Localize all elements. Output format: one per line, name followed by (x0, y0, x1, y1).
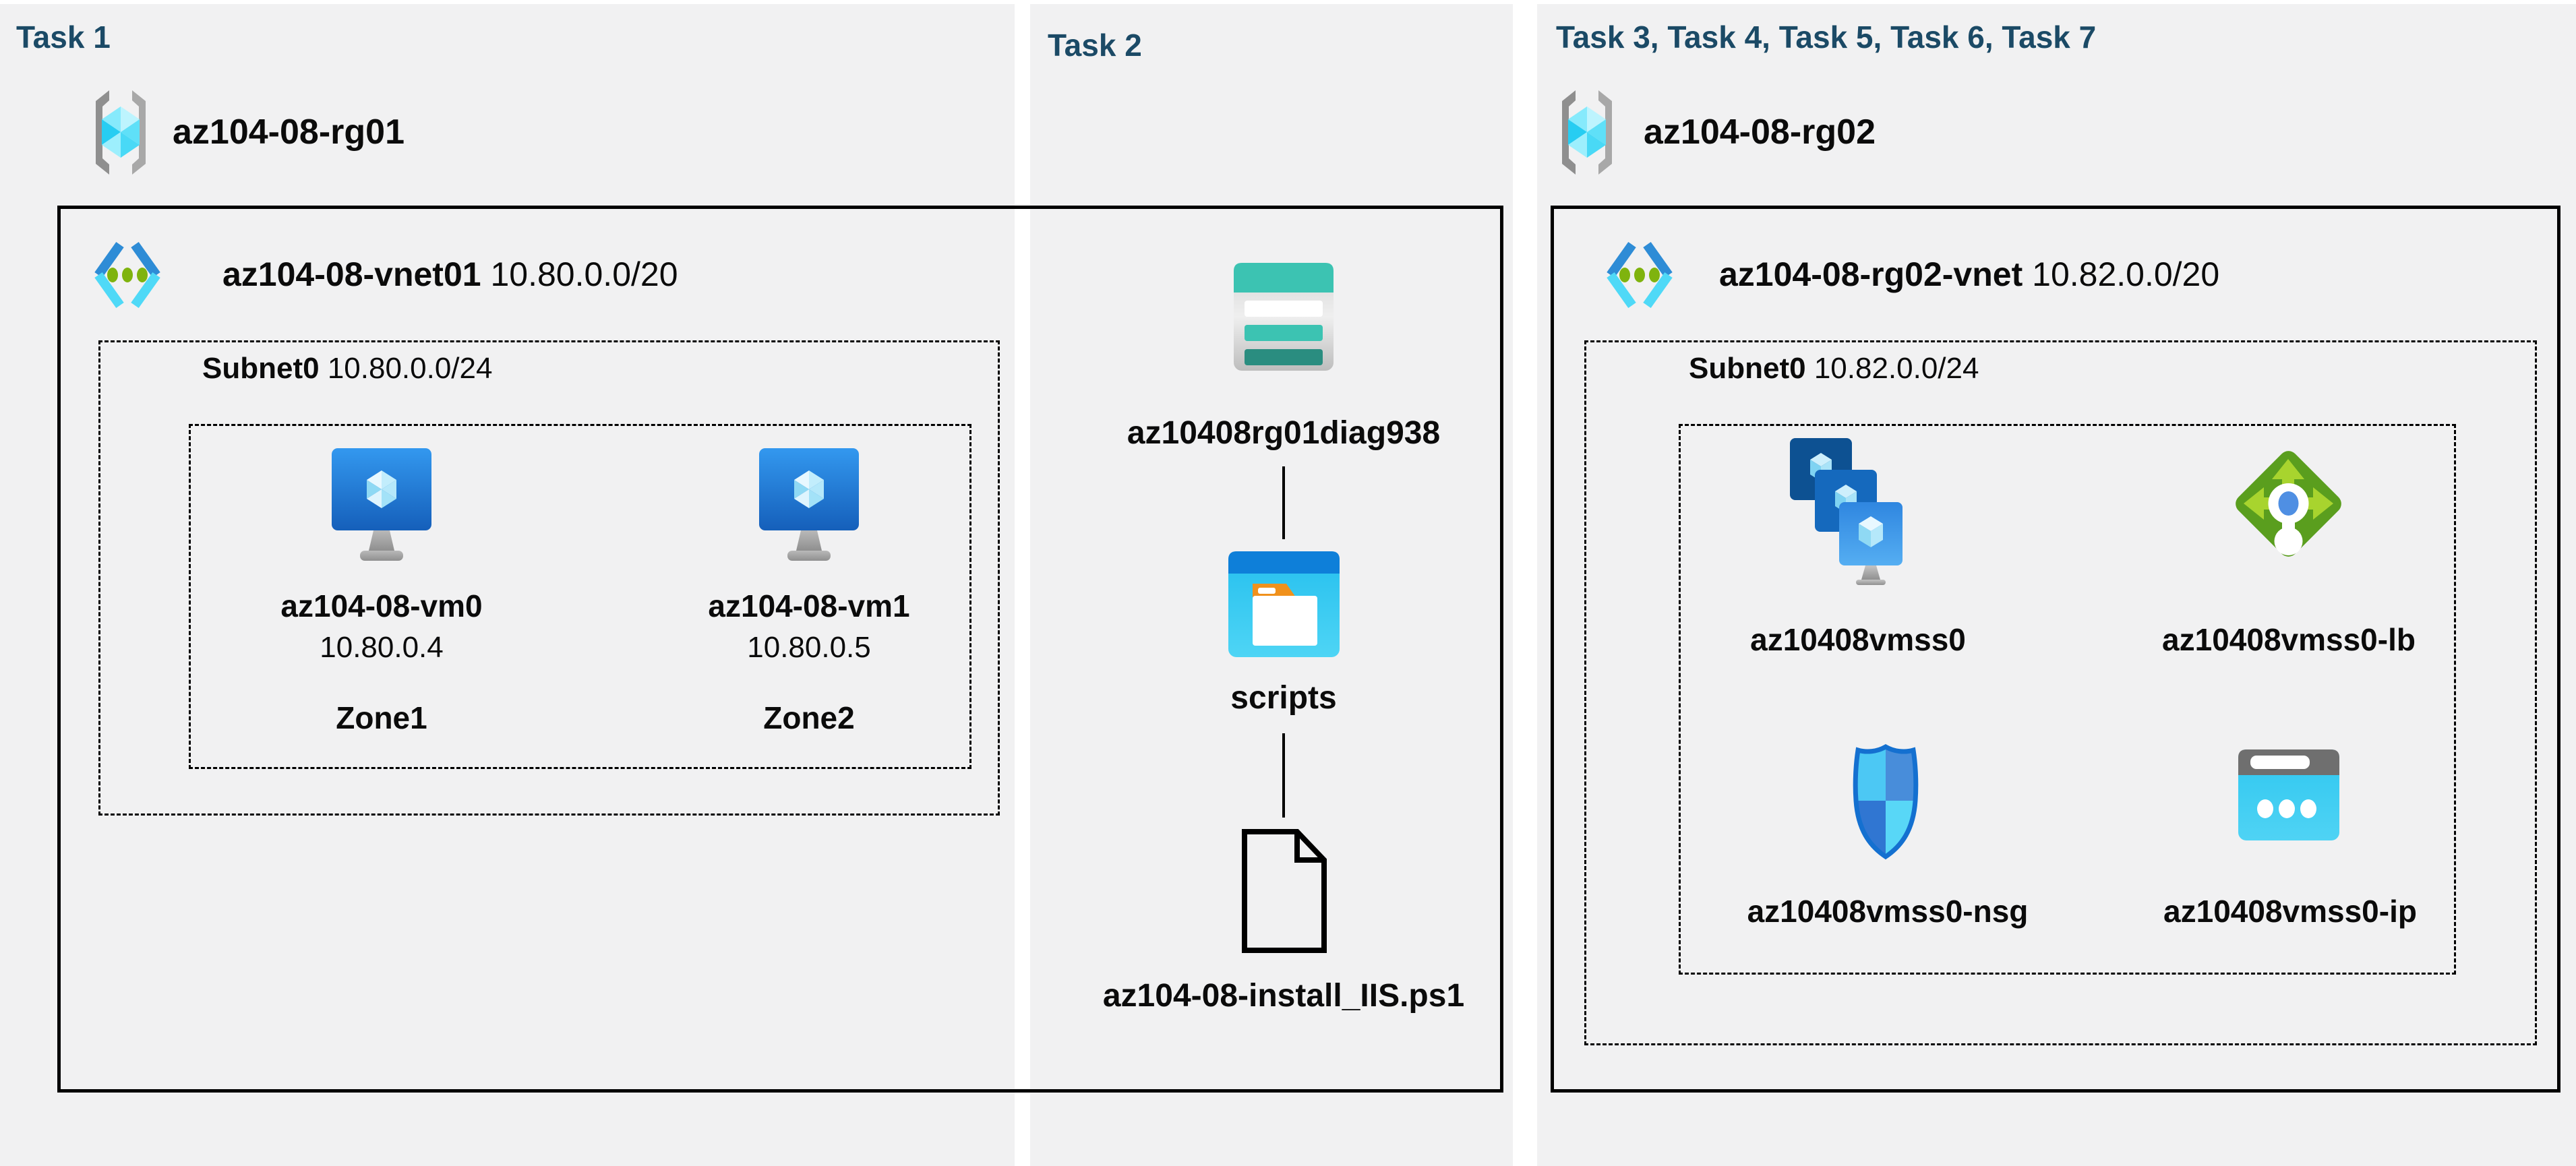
storage-account-label: az10408rg01diag938 (1127, 415, 1441, 451)
rg02-label: az104-08-rg02 (1644, 113, 1876, 152)
vnet01-label: az104-08-vnet01 10.80.0.0/20 (222, 255, 678, 294)
vnet01-boundary-box (57, 206, 1503, 1093)
vm-zone-dashed-box (189, 424, 971, 769)
subnet0-right-dashed-box (1584, 340, 2537, 1045)
script-file-label: az104-08-install_IIS.ps1 (1102, 978, 1465, 1014)
vmss-label: az10408vmss0 (1750, 622, 1966, 657)
resource-group-icon (1562, 90, 1612, 175)
scripts-container-icon (1228, 551, 1340, 657)
vm0-name: az104-08-vm0 (280, 588, 483, 623)
subnet0-left-name: Subnet0 (202, 352, 320, 385)
vnet01-name: az104-08-vnet01 (222, 255, 481, 293)
virtual-machine-icon (759, 448, 859, 561)
vm1-name: az104-08-vm1 (708, 588, 910, 623)
task3-panel (1537, 4, 2576, 1166)
resource-group-icon (96, 90, 146, 175)
rg02-vnet-boundary-box (1551, 206, 2560, 1093)
scripts-container-label: scripts (1230, 680, 1337, 716)
virtual-machine-icon (332, 448, 431, 561)
rg01-label: az104-08-rg01 (173, 113, 405, 152)
task1-title: Task 1 (16, 20, 111, 55)
public-ip-label: az10408vmss0-ip (2163, 894, 2417, 929)
rg02-vnet-cidr: 10.82.0.0/20 (2032, 255, 2220, 293)
subnet0-left-cidr: 10.80.0.0/24 (327, 352, 493, 385)
rg02-vnet-name: az104-08-rg02-vnet (1719, 255, 2023, 293)
public-ip-icon (2238, 749, 2339, 840)
connector-storage-scripts (1282, 466, 1285, 539)
storage-account-icon (1234, 263, 1334, 371)
virtual-network-icon (1607, 241, 1673, 309)
load-balancer-icon (2236, 451, 2341, 557)
subnet0-left-label: Subnet0 10.80.0.0/24 (202, 352, 492, 386)
nsg-label: az10408vmss0-nsg (1747, 894, 2029, 929)
connector-scripts-file (1282, 733, 1285, 818)
task1-panel (0, 4, 1015, 1166)
task3-title: Task 3, Task 4, Task 5, Task 6, Task 7 (1556, 20, 2097, 55)
subnet0-left-dashed-box (98, 340, 1000, 816)
subnet0-right-cidr: 10.82.0.0/24 (1814, 352, 1979, 385)
virtual-network-icon (94, 241, 160, 309)
vm0-zone: Zone1 (336, 700, 427, 735)
subnet0-right-name: Subnet0 (1689, 352, 1806, 385)
task2-title: Task 2 (1048, 28, 1142, 63)
vm-scale-set-icon (1790, 438, 1903, 585)
vmss-resources-dashed-box (1679, 424, 2456, 975)
subnet0-right-label: Subnet0 10.82.0.0/24 (1689, 352, 1979, 386)
rg02-vnet-label: az104-08-rg02-vnet 10.82.0.0/20 (1719, 255, 2219, 294)
vm1-zone: Zone2 (763, 700, 855, 735)
load-balancer-label: az10408vmss0-lb (2162, 622, 2416, 657)
vm1-ip: 10.80.0.5 (747, 631, 871, 664)
vnet01-cidr: 10.80.0.0/20 (490, 255, 678, 293)
script-file-icon (1242, 829, 1327, 953)
vm0-ip: 10.80.0.4 (320, 631, 444, 664)
nsg-shield-icon (1853, 743, 1919, 860)
